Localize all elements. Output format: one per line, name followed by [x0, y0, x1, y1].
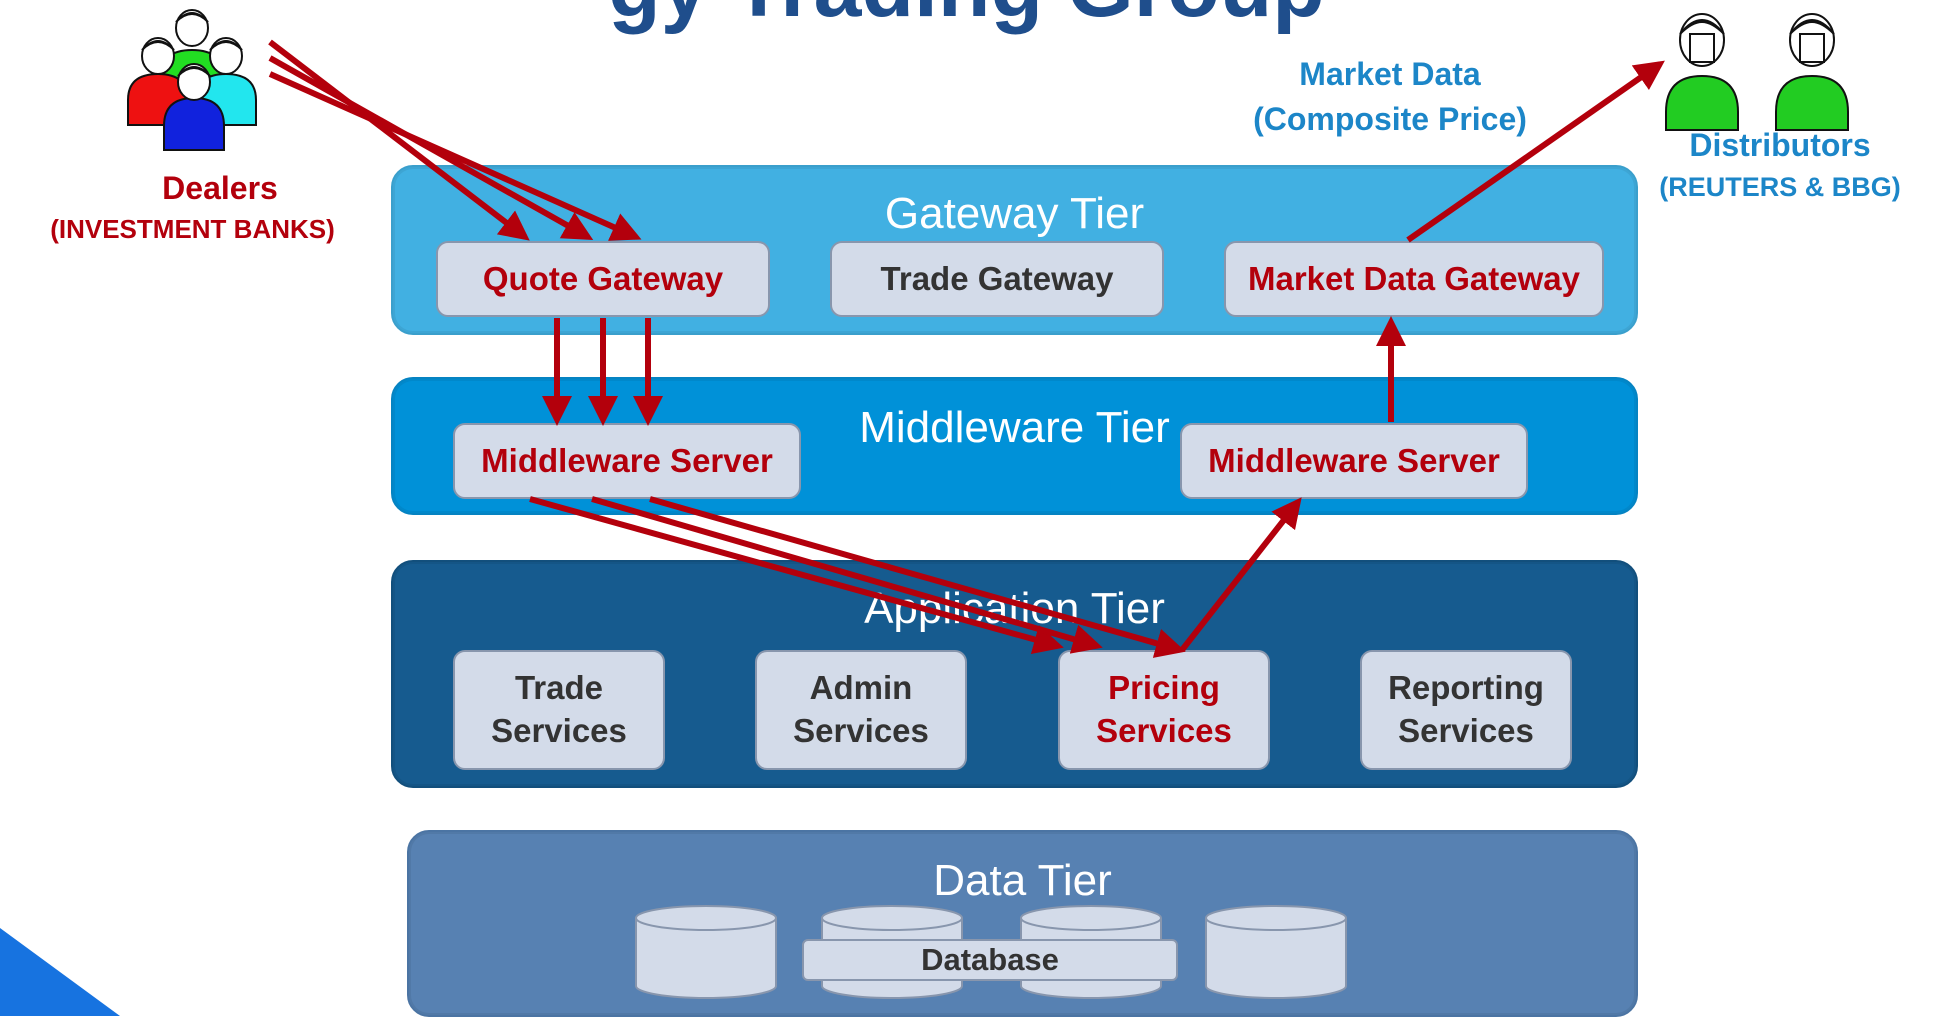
dealer-to-quote-arrows: [268, 39, 642, 241]
gateway-tier-label: Gateway Tier: [884, 189, 1145, 238]
middleware-server-right-box: Middleware Server: [1180, 423, 1528, 499]
middleware-to-pricing-arrows: [529, 496, 1186, 658]
people-group-icon: [127, 9, 257, 151]
distributors-sub-label: (REUTERS & BBG): [1659, 172, 1901, 202]
mdgateway-to-distributors-arrow: [1406, 60, 1665, 243]
pricing-to-middleware-arrow: [1179, 497, 1302, 652]
dealers-label: Dealers: [162, 170, 278, 206]
middleware-server-left-box: Middleware Server: [453, 423, 801, 499]
corner-decoration: [0, 928, 120, 1016]
admin-services-box: Admin Services: [755, 650, 967, 770]
quote-gateway-box: Quote Gateway: [436, 241, 770, 317]
database-cylinder-icon: [1205, 905, 1347, 999]
market-data-label: Market Data: [1299, 56, 1481, 92]
quote-to-middleware-arrows: [542, 318, 663, 426]
person-icon: [1665, 13, 1739, 131]
market-data-gateway-box: Market Data Gateway: [1224, 241, 1604, 317]
distributors-label: Distributors: [1689, 127, 1871, 163]
data-tier-label: Data Tier: [933, 856, 1112, 905]
database-cylinder-icon: [635, 905, 777, 999]
dealers-sub-label: (INVESTMENT BANKS): [50, 214, 335, 244]
reporting-services-box: Reporting Services: [1360, 650, 1572, 770]
person-icon: [1775, 13, 1849, 131]
page-title: gy Trading Group: [0, 0, 1933, 37]
trade-gateway-box: Trade Gateway: [830, 241, 1164, 317]
middleware-tier-label: Middleware Tier: [859, 403, 1170, 452]
database-label: Database: [802, 939, 1178, 981]
pricing-services-box: Pricing Services: [1058, 650, 1270, 770]
trade-services-box: Trade Services: [453, 650, 665, 770]
market-data-sub-label: (Composite Price): [1253, 101, 1527, 137]
